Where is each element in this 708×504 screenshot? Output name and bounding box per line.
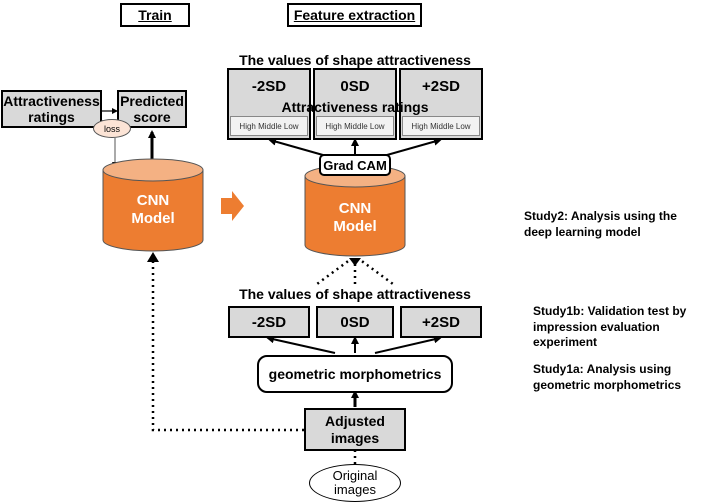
dotted-plus-to-cnn [358, 257, 413, 300]
train-cnn-label: CNN Model [131, 192, 175, 227]
gm-to-plus [374, 335, 442, 354]
study1b-label: Study1b: Validation test by impression e… [533, 304, 687, 350]
attractiveness-ratings-box: Attractiveness ratings [1, 90, 102, 128]
geometric-morphometrics-box: geometric morphometrics [257, 355, 453, 393]
loss-oval: loss [93, 119, 131, 138]
train-header: Train [120, 3, 190, 27]
top-values-title: The values of shape attractiveness [239, 51, 471, 68]
rating-levels-1: High Middle Low [230, 116, 308, 136]
middle-values-title: The values of shape attractiveness [227, 285, 483, 302]
mid-plus2sd-box: +2SD [400, 306, 482, 338]
study1a-label: Study1a: Analysis using geometric morpho… [533, 362, 682, 392]
gradcam-to-plus [379, 137, 442, 158]
mid-minus2sd-box: -2SD [228, 306, 310, 338]
rating-levels-3: High Middle Low [402, 116, 480, 136]
train-cnn-cylinder [102, 158, 204, 252]
feature-cnn-label: CNN Model [333, 200, 377, 235]
original-images-oval: Original images [309, 464, 401, 502]
rating-levels-2: High Middle Low [316, 116, 394, 136]
grad-cam-box: Grad CAM [319, 154, 391, 176]
adjusted-images-box: Adjusted images [304, 408, 406, 451]
attractiveness-ratings-title: Attractiveness ratings [281, 99, 429, 115]
dotted-adjusted-to-train-cnn [151, 262, 304, 432]
dotted-arrowhead [349, 258, 361, 266]
study2-label: Study2: Analysis using the deep learning… [524, 209, 677, 239]
feature-extraction-header: Feature extraction [287, 3, 422, 27]
predicted-score-box: Predicted score [117, 90, 187, 128]
block-arrow [221, 191, 244, 221]
gm-to-minus [266, 335, 336, 354]
dotted-minus-to-cnn [297, 257, 352, 300]
mid-0sd-box: 0SD [316, 306, 394, 338]
